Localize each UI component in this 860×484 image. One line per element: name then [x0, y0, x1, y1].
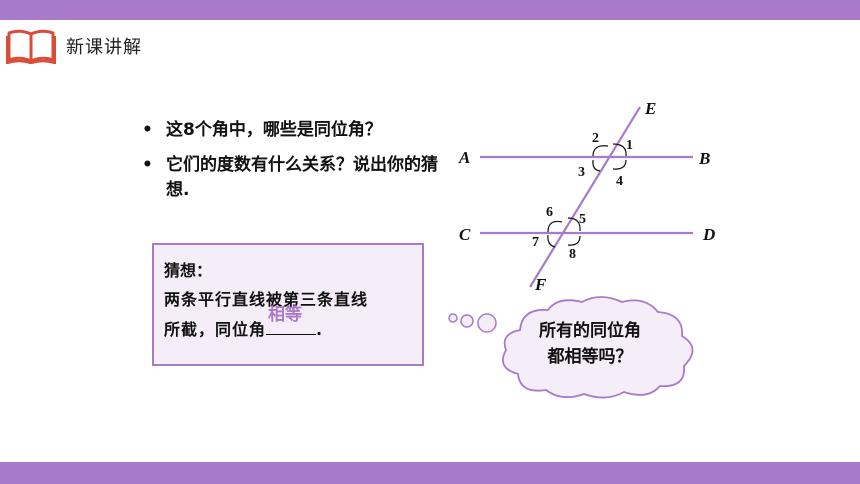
section-header: 新课讲解	[6, 28, 142, 64]
angle-label-5: 5	[579, 212, 586, 227]
angle-arc-upper	[592, 143, 627, 172]
point-label-f: F	[534, 275, 547, 294]
angle-label-6: 6	[546, 205, 553, 220]
bullet-dot: •	[142, 155, 153, 175]
conjecture-title: 猜想：	[164, 261, 213, 280]
bullet-dot: •	[142, 120, 153, 140]
conjecture-prefix: 所截，同位角	[164, 320, 267, 339]
list-item: • 这8个角中，哪些是同位角？	[142, 118, 442, 143]
point-label-d: D	[702, 225, 715, 244]
thought-cloud	[448, 296, 694, 399]
angle-label-2: 2	[592, 131, 599, 146]
answer-text: 相等	[268, 305, 303, 325]
answer-blank: 相等	[266, 305, 317, 335]
conjecture-suffix: .	[316, 320, 324, 339]
point-label-b: B	[698, 149, 710, 168]
cloud-line-2: 都相等吗？	[547, 347, 633, 367]
section-title: 新课讲解	[66, 37, 142, 58]
angle-label-3: 3	[578, 165, 585, 180]
point-label-e: E	[644, 99, 656, 118]
cloud-question: 所有的同位角 都相等吗？	[520, 318, 660, 370]
cloud-shape	[502, 296, 694, 399]
transversal-ef	[529, 106, 641, 288]
bottom-bar	[0, 462, 860, 484]
question-list: • 这8个角中，哪些是同位角？ • 它们的度数有什么关系？说出你的猜想.	[142, 118, 442, 213]
angle-label-4: 4	[616, 174, 623, 189]
book-icon	[6, 29, 56, 64]
point-label-c: C	[459, 225, 471, 244]
point-label-a: A	[458, 148, 470, 167]
conjecture-line-2: 所截，同位角相等.	[164, 305, 422, 345]
bullet-text: 这8个角中，哪些是同位角？	[166, 120, 382, 140]
top-bar	[0, 0, 860, 20]
cloud-line-1: 所有的同位角	[539, 321, 641, 341]
angle-label-1: 1	[626, 138, 633, 153]
thought-bubble-small	[448, 313, 458, 323]
conjecture-line-1: 两条平行直线被第三条直线	[164, 290, 369, 309]
bullet-text: 它们的度数有什么关系？说出你的猜想.	[166, 155, 438, 200]
angle-arc-lower	[547, 217, 581, 248]
thought-bubble-large	[477, 313, 497, 333]
angle-label-8: 8	[569, 247, 576, 262]
angle-label-7: 7	[532, 235, 539, 250]
thought-bubble-medium	[460, 314, 474, 328]
list-item: • 它们的度数有什么关系？说出你的猜想.	[142, 153, 442, 203]
parallel-lines-diagram: E A B C D F 2 1 3 4 6 5 7 8	[458, 99, 715, 294]
conjecture-box: 猜想： 两条平行直线被第三条直线 所截，同位角相等.	[152, 243, 424, 366]
